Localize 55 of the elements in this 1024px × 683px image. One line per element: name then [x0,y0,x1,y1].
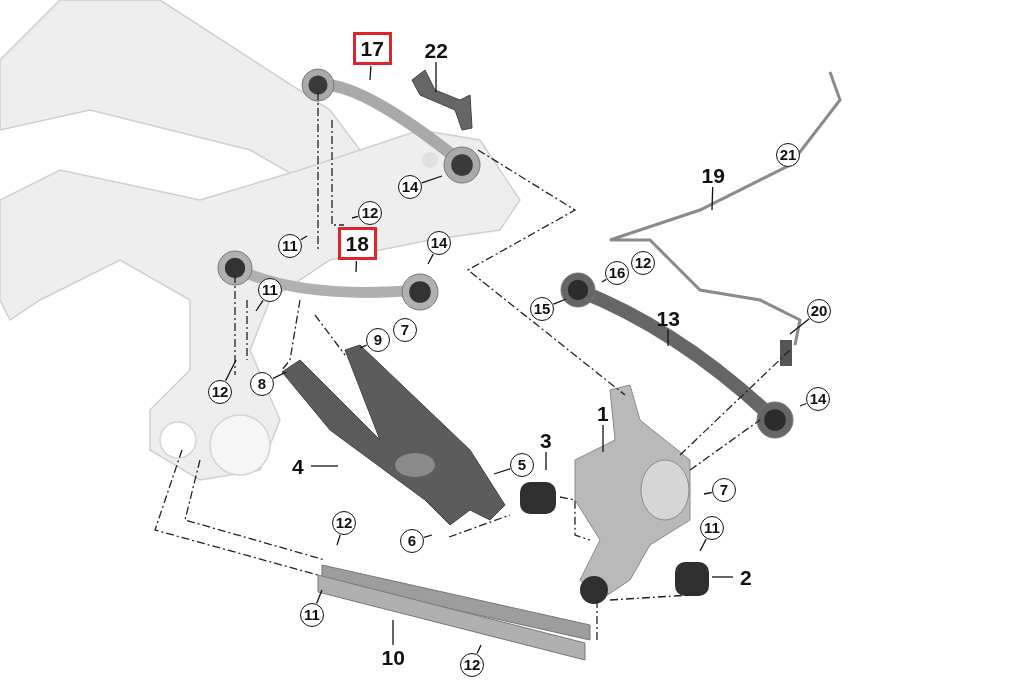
leader-line [789,318,810,335]
leader-line [799,402,807,407]
callout-number: 15 [530,297,554,321]
leader-line [667,329,669,347]
callout-number: 10 [379,645,407,669]
leader-line [310,465,339,467]
leader-line [315,589,323,605]
callout-number: 17 [352,31,392,65]
callout-number: 11 [300,603,324,627]
leader-line [336,534,341,546]
leader-line [255,299,264,312]
callout-number: 12 [460,653,484,677]
callout-number: 20 [807,299,831,323]
callout-number: 21 [776,143,800,167]
leader-line [355,260,358,273]
leader-line [435,61,437,93]
leader-line [601,278,607,283]
callout-number: 8 [250,372,274,396]
leader-line [602,424,604,453]
callout-number: 9 [366,328,390,352]
leader-line [423,534,433,539]
leader-line [300,235,308,241]
leader-line [224,359,237,382]
callout-number: 16 [605,261,629,285]
callout-number: 6 [400,529,424,553]
callout-number: 19 [699,163,727,187]
callout-number: 7 [712,478,736,502]
leader-line [552,298,567,305]
leader-line [703,491,713,495]
leader-line [699,538,707,552]
leader-line [421,175,443,184]
callout-number: 12 [332,511,356,535]
callout-number: 2 [738,565,754,589]
leader-line [711,186,714,211]
leader-line [711,576,734,578]
leader-line [392,619,394,646]
leader-line [493,468,511,475]
leader-line [351,215,359,219]
callout-number: 13 [654,306,682,330]
callout-number: 5 [510,453,534,477]
callout-number: 1 [595,401,611,425]
leader-line [272,371,287,380]
callout-number: 14 [806,387,830,411]
leader-line [476,644,482,655]
callout-number: 11 [700,516,724,540]
callout-number: 7 [393,318,417,342]
leader-line [359,344,368,349]
callout-number: 12 [631,251,655,275]
callout-number: 22 [422,38,450,62]
callout-number: 3 [538,428,554,452]
leader-line [427,253,434,265]
callout-number: 4 [290,454,306,478]
leader-line [545,451,547,471]
leader-line [369,65,372,81]
callout-number: 14 [427,231,451,255]
